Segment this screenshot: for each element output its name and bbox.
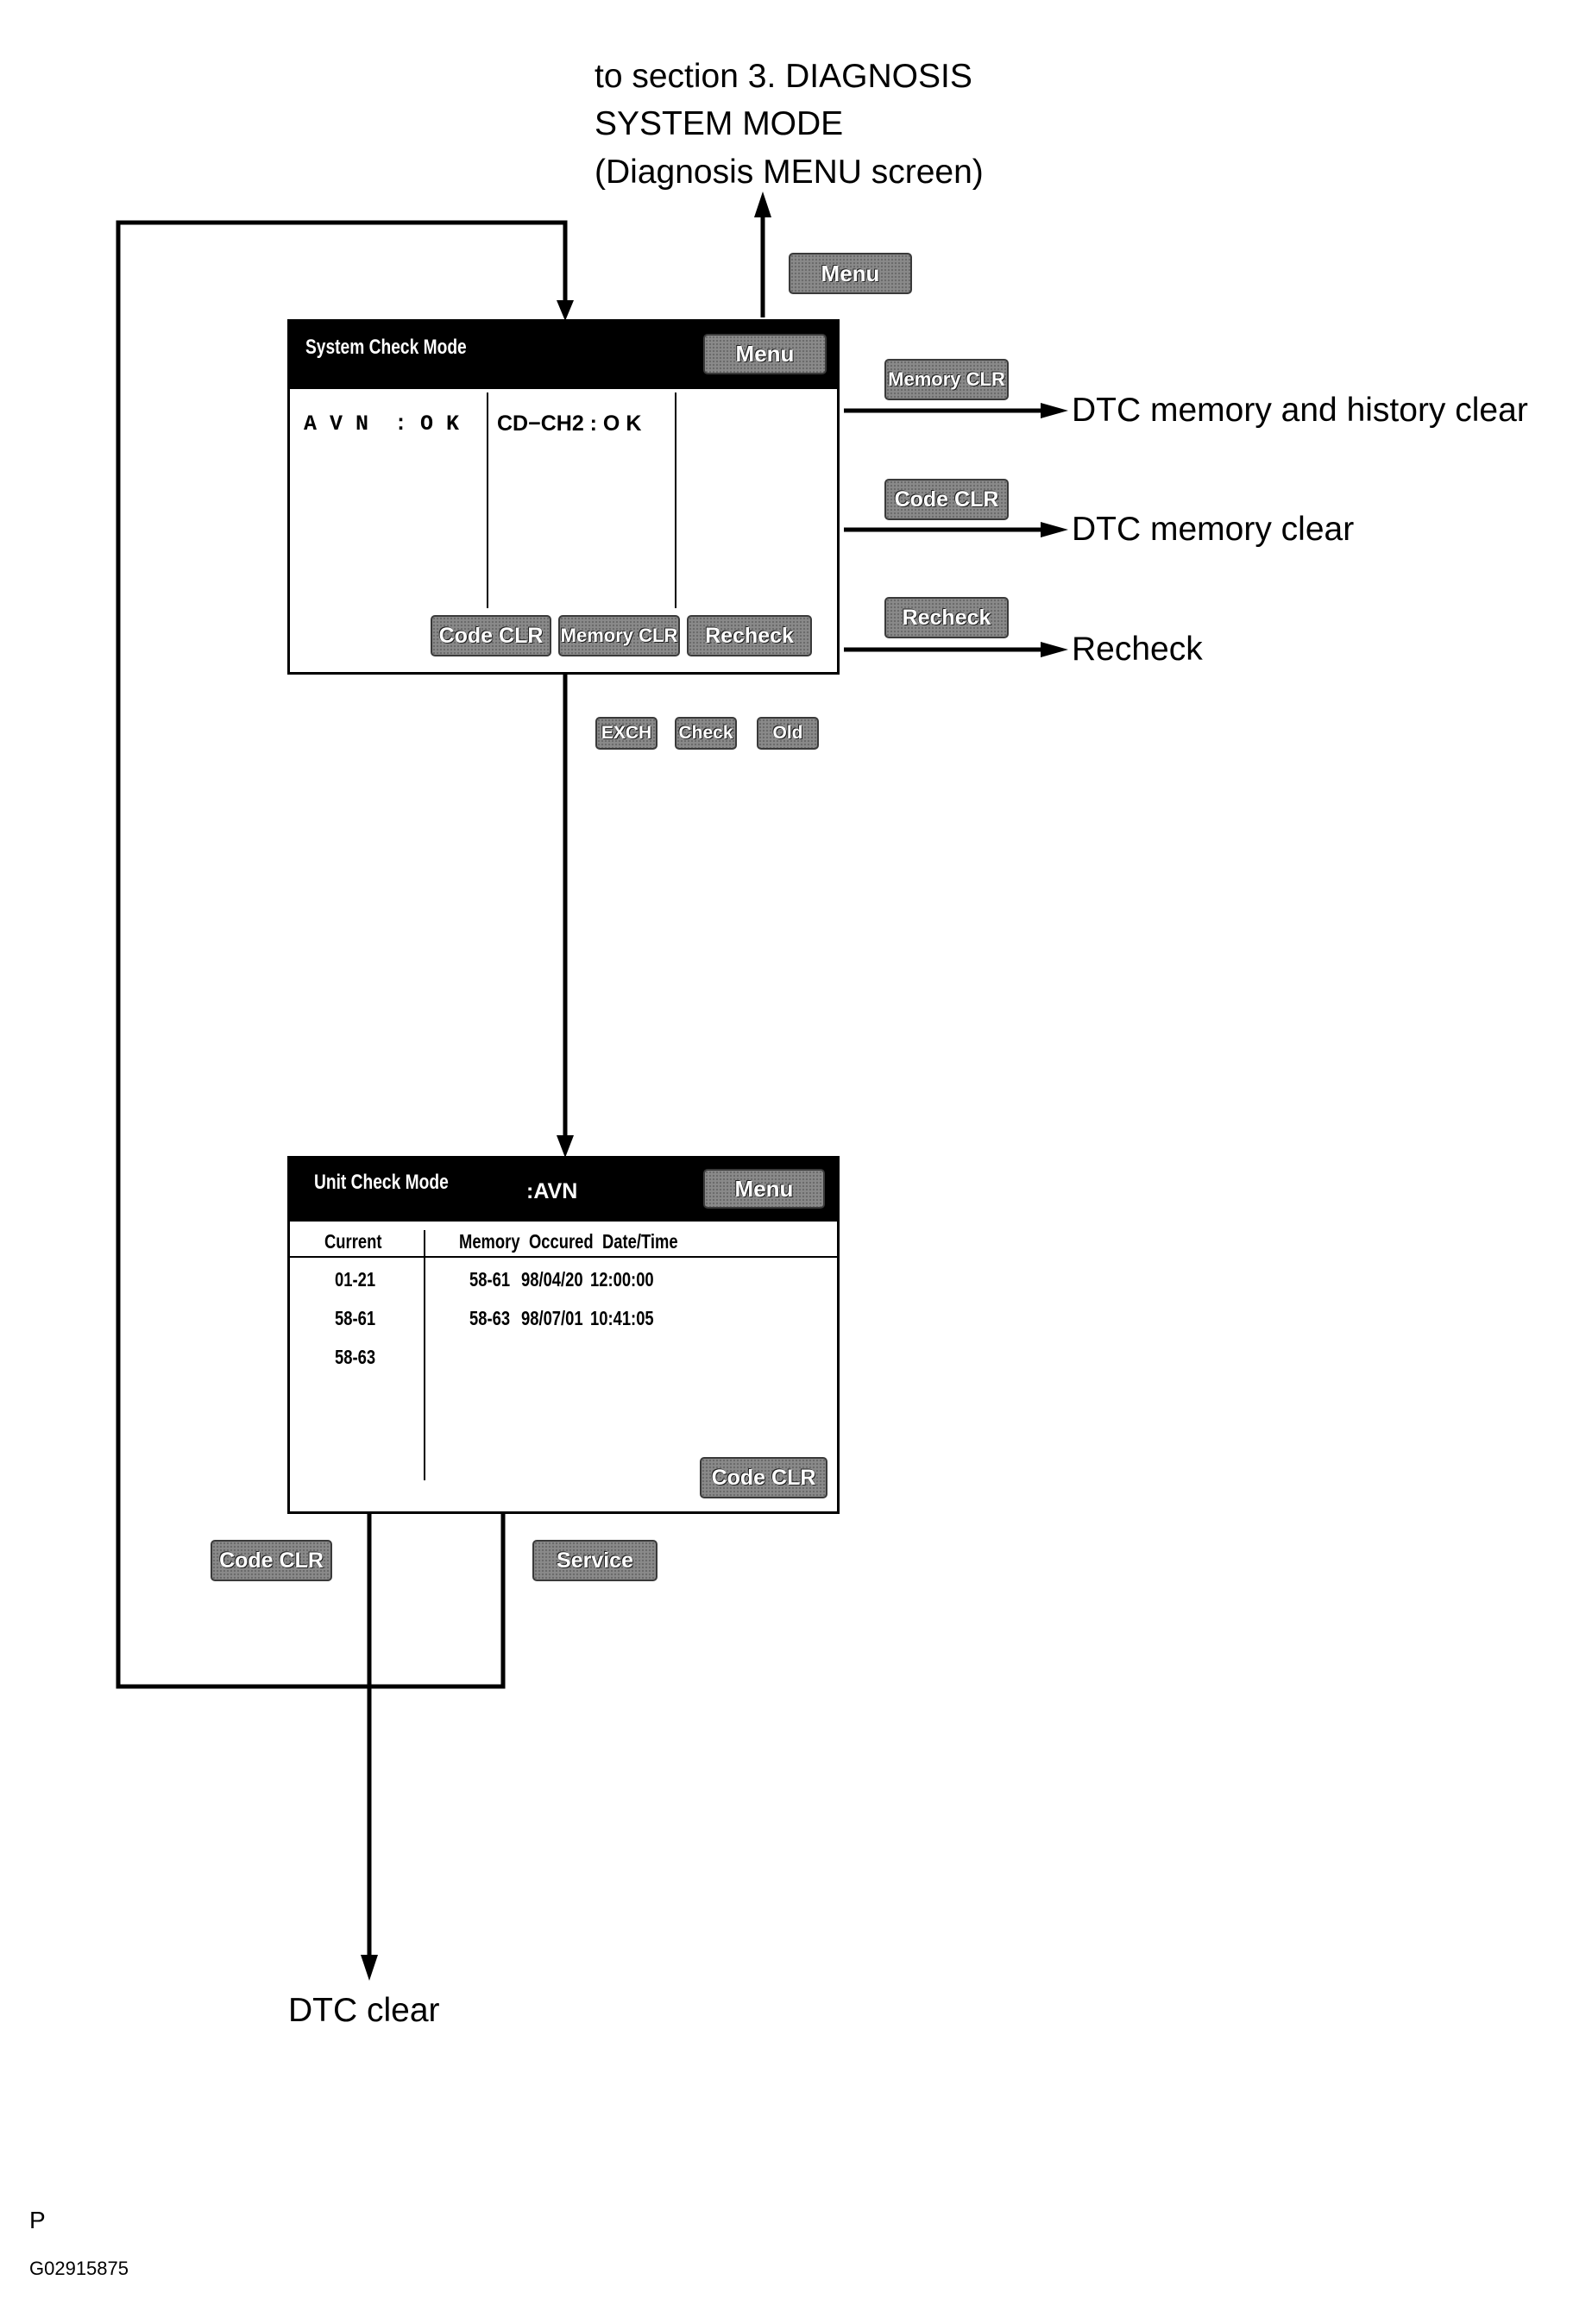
memory-clr-arrowhead bbox=[1041, 403, 1068, 418]
dtc-clear-arrowhead bbox=[361, 1955, 378, 1981]
exch-button[interactable]: EXCH bbox=[595, 717, 658, 750]
system-check-header: System Check Mode Menu bbox=[290, 322, 837, 389]
current-code: 58-63 bbox=[335, 1346, 376, 1368]
unit-code-clr-button[interactable]: Code CLR bbox=[700, 1457, 827, 1498]
code-clr-arrowhead bbox=[1041, 522, 1068, 537]
service-button[interactable]: Service bbox=[532, 1540, 658, 1581]
memory-clear-label: DTC memory clear bbox=[1072, 511, 1355, 548]
memory-date: 98/07/01 bbox=[521, 1307, 583, 1329]
code-clr-side-button[interactable]: Code CLR bbox=[884, 479, 1009, 520]
recheck-arrowhead bbox=[1041, 642, 1068, 657]
col-occured-header: Occured bbox=[529, 1230, 594, 1253]
current-code: 01-21 bbox=[335, 1268, 376, 1291]
unit-check-menu-button[interactable]: Menu bbox=[703, 1169, 825, 1209]
code-clr-left-button[interactable]: Code CLR bbox=[211, 1540, 332, 1581]
memory-code: 58-63 bbox=[469, 1307, 511, 1329]
system-recheck-button[interactable]: Recheck bbox=[687, 615, 812, 656]
old-button[interactable]: Old bbox=[757, 717, 819, 750]
memory-time: 10:41:05 bbox=[590, 1307, 654, 1329]
loop-arrowhead bbox=[557, 300, 574, 321]
unit-check-header: Unit Check Mode :AVN Menu bbox=[290, 1159, 837, 1222]
unit-check-title: Unit Check Mode bbox=[314, 1171, 449, 1194]
menu-arrowhead bbox=[754, 192, 771, 217]
loop-line bbox=[116, 220, 568, 1689]
top-note-line2: SYSTEM MODE bbox=[595, 105, 844, 142]
recheck-label: Recheck bbox=[1072, 631, 1203, 668]
system-check-screen: System Check Mode Menu A V N : O K CD−CH… bbox=[287, 319, 840, 675]
status-divider-1 bbox=[487, 393, 488, 608]
status-cd-ch2: CD−CH2 : O K bbox=[497, 411, 642, 436]
dtc-clear-label: DTC clear bbox=[288, 1992, 440, 2029]
unit-check-screen: Unit Check Mode :AVN Menu Current Memory… bbox=[287, 1156, 840, 1514]
memory-time: 12:00:00 bbox=[590, 1268, 654, 1291]
memory-history-clear-label: DTC memory and history clear bbox=[1072, 392, 1528, 429]
footer-letter: P bbox=[29, 2207, 46, 2233]
system-memory-clr-button[interactable]: Memory CLR bbox=[558, 615, 680, 656]
col-memory-header: Memory bbox=[459, 1230, 520, 1253]
header-underline bbox=[290, 1256, 837, 1258]
recheck-side-button[interactable]: Recheck bbox=[884, 597, 1009, 638]
unit-check-unit: :AVN bbox=[526, 1179, 578, 1203]
system-check-menu-button[interactable]: Menu bbox=[703, 334, 827, 374]
memory-code: 58-61 bbox=[469, 1268, 511, 1291]
col-current-header: Current bbox=[324, 1230, 382, 1253]
col-datetime-header: Date/Time bbox=[602, 1230, 678, 1253]
top-note-line1: to section 3. DIAGNOSIS bbox=[595, 58, 972, 95]
system-code-clr-button[interactable]: Code CLR bbox=[431, 615, 551, 656]
memory-date: 98/04/20 bbox=[521, 1268, 583, 1291]
status-avn: A V N : O K bbox=[304, 411, 460, 437]
figure-id: G02915875 bbox=[29, 2258, 129, 2279]
menu-button-top[interactable]: Menu bbox=[789, 253, 912, 294]
top-note-line3: (Diagnosis MENU screen) bbox=[595, 154, 984, 191]
memory-clr-side-button[interactable]: Memory CLR bbox=[884, 359, 1009, 400]
current-code: 58-61 bbox=[335, 1307, 376, 1329]
check-button[interactable]: Check bbox=[675, 717, 737, 750]
system-check-title: System Check Mode bbox=[305, 336, 467, 359]
column-divider bbox=[424, 1230, 425, 1480]
down-arrowhead bbox=[557, 1135, 574, 1158]
status-divider-2 bbox=[675, 393, 676, 608]
